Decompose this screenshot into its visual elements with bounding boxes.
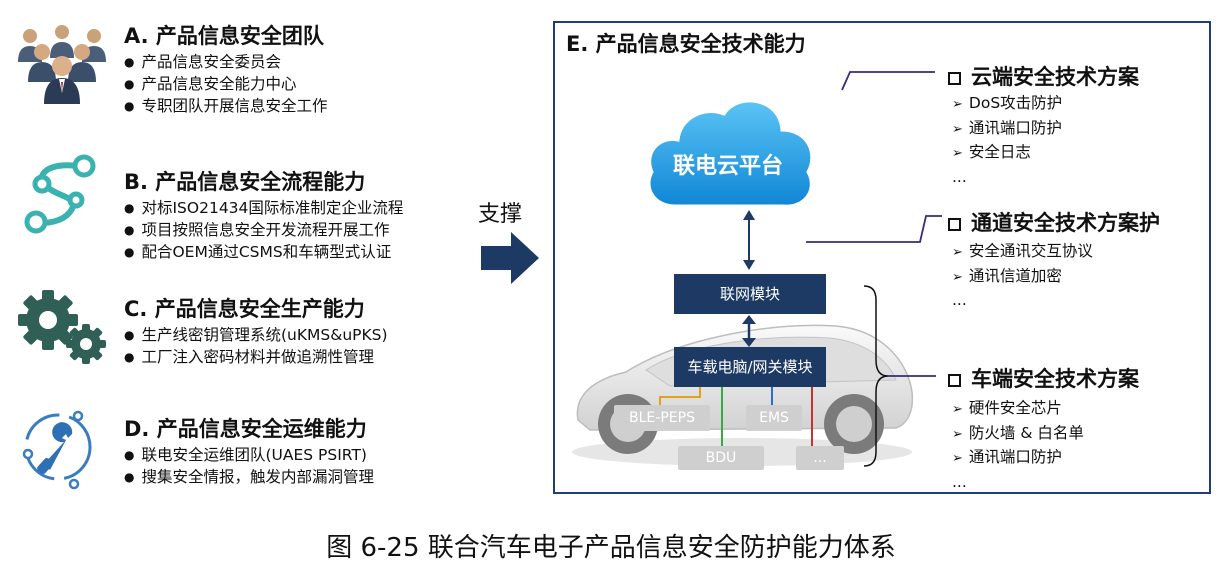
list-item-more: ... xyxy=(952,472,967,491)
channel-solution-title: 通道安全技术方案护 xyxy=(948,207,1160,237)
list-item: 通讯信道加密 xyxy=(952,265,1093,290)
section-d-title: D. 产品信息安全运维能力 xyxy=(124,417,367,441)
vehicle-solution-list: 硬件安全芯片 防火墙 & 白名单 通讯端口防护 ... xyxy=(952,397,1084,493)
list-item-more: ... xyxy=(952,291,967,309)
section-a-title: A. 产品信息安全团队 xyxy=(124,24,324,48)
section-a-list: 产品信息安全委员会 产品信息安全能力中心 专职团队开展信息安全工作 xyxy=(124,52,328,118)
cloud-solution-list: DoS攻击防护 通讯端口防护 安全日志 ... xyxy=(952,92,1062,188)
list-item: 专职团队开展信息安全工作 xyxy=(124,96,327,118)
section-b-title: B. 产品信息安全流程能力 xyxy=(124,170,366,194)
vehicle-solution-title: 车端安全技术方案 xyxy=(948,363,1139,393)
list-item: 生产线密钥管理系统(uKMS&uPKS) xyxy=(124,325,387,347)
list-item: 通讯端口防护 xyxy=(952,117,1062,142)
list-item: 搜集安全情报，触发内部漏洞管理 xyxy=(124,467,374,489)
list-item: 工厂注入密码材料并做追溯性管理 xyxy=(124,347,388,369)
checkbox-icon xyxy=(948,72,961,85)
bus-wires xyxy=(659,387,813,447)
list-item: DoS攻击防护 xyxy=(952,92,1062,117)
checkbox-icon xyxy=(948,374,961,387)
list-item: 产品信息安全能力中心 xyxy=(124,74,328,96)
cloud-solution-title: 云端安全技术方案 xyxy=(948,61,1139,91)
cloud-link-arrow-icon xyxy=(743,210,755,270)
list-item: 通讯端口防护 xyxy=(952,446,1084,471)
section-d-list: 联电安全运维团队(UAES PSIRT) 搜集安全情报，触发内部漏洞管理 xyxy=(124,445,374,489)
list-item-more: ... xyxy=(952,167,967,186)
section-c-title: C. 产品信息安全生产能力 xyxy=(124,297,365,321)
list-item: 产品信息安全委员会 xyxy=(124,52,328,74)
cloud-label: 联电云平台 xyxy=(672,154,783,179)
panel-title: E. 产品信息安全技术能力 xyxy=(566,32,806,56)
ecu-ble-peps: BLE-PEPS xyxy=(614,405,710,431)
list-item: 防火墙 & 白名单 xyxy=(952,422,1084,447)
gears-icon xyxy=(18,290,106,364)
right-arrow-icon xyxy=(481,232,539,284)
list-item: 对标ISO21434国际标准制定企业流程 xyxy=(124,198,403,220)
ecu-ems: EMS xyxy=(746,405,802,431)
list-item: 配合OEM通过CSMS和车辆型式认证 xyxy=(124,242,403,264)
list-item: 安全日志 xyxy=(952,141,1062,166)
section-c-list: 生产线密钥管理系统(uKMS&uPKS) 工厂注入密码材料并做追溯性管理 xyxy=(124,325,388,369)
figure-caption: 图 6-25 联合汽车电子产品信息安全防护能力体系 xyxy=(326,533,896,563)
list-item: 安全通讯交互协议 xyxy=(952,240,1093,265)
wrench-icon xyxy=(22,410,92,490)
support-label: 支撑 xyxy=(478,202,523,227)
channel-solution-list: 安全通讯交互协议 通讯信道加密 ... xyxy=(952,240,1093,312)
section-b-list: 对标ISO21434国际标准制定企业流程 项目按照信息安全开发流程开展工作 配合… xyxy=(124,198,403,264)
list-item: 联电安全运维团队(UAES PSIRT) xyxy=(124,445,374,467)
module-link-arrow-icon xyxy=(742,315,756,347)
list-item: 项目按照信息安全开发流程开展工作 xyxy=(124,220,403,242)
network-module-box: 联网模块 xyxy=(674,274,826,314)
gateway-module-box: 车载电脑/网关模块 xyxy=(674,347,826,387)
process-nodes-icon xyxy=(24,154,96,234)
ecu-bdu: BDU xyxy=(678,446,764,470)
team-icon xyxy=(18,25,106,104)
leader-lines xyxy=(806,71,942,467)
cloud-icon xyxy=(647,99,814,208)
checkbox-icon xyxy=(948,218,961,231)
list-item: 硬件安全芯片 xyxy=(952,397,1084,422)
ecu-more: ... xyxy=(796,446,844,470)
